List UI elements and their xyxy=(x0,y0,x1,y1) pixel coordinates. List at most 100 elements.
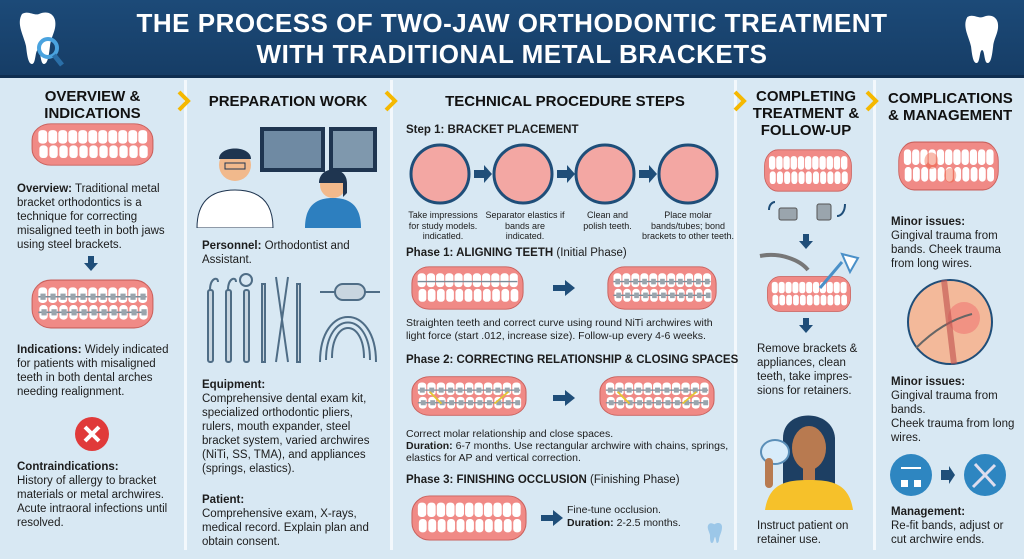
minor-issue-item: Cheek trauma from long wires. xyxy=(891,418,1015,444)
minor-issues-label: Minor issues: xyxy=(891,376,966,388)
phase2-title: Phase 2: CORRECTING RELATIONSHIP & CLOSI… xyxy=(406,354,739,366)
step1-step-icon xyxy=(574,143,636,205)
contraindication-item: History of allergy to bracket materials … xyxy=(17,475,164,501)
step1-caption: Place molar bands/tubes; bond brackets t… xyxy=(641,210,735,241)
indications-label: Indications: xyxy=(17,344,82,356)
personnel-label: Personnel: xyxy=(202,240,262,252)
phase3-duration-label: Duration: xyxy=(567,517,614,529)
column-divider xyxy=(734,80,737,550)
column-divider xyxy=(184,80,187,550)
arrow-right-icon xyxy=(639,165,657,183)
removed-brackets-illustration xyxy=(768,201,846,221)
phase1-subtitle: (Initial Phase) xyxy=(553,247,627,259)
arrow-right-icon xyxy=(474,165,492,183)
equipment-text: Equipment: Comprehensive dental exam kit,… xyxy=(202,378,384,476)
minor-issues-text-2: Minor issues: Gingival trauma from bands.… xyxy=(891,375,1021,445)
arrow-right-icon xyxy=(553,280,575,296)
contraindications-label: Contraindications: xyxy=(17,461,119,473)
step1-title: Step 1: BRACKET PLACEMENT xyxy=(406,124,579,136)
complications-heading: COMPLICATIONS & MANAGEMENT xyxy=(888,90,1013,124)
chevron-right-icon xyxy=(865,90,879,112)
teeth-debonding-illustration xyxy=(763,148,853,193)
minor-issues-text-1: Minor issues: Gingival trauma from bands.… xyxy=(891,215,1021,271)
phase1-name: Phase 1: ALIGNING TEETH xyxy=(406,247,554,259)
minor-issues-label: Minor issues: xyxy=(891,216,966,228)
overview-heading: OVERVIEW & INDICATIONS xyxy=(44,88,141,122)
indications-body: Widely indicated for patients with misal… xyxy=(17,344,169,398)
title-line-2: WITH TRADITIONAL METAL BRACKETS xyxy=(256,39,768,69)
step1-step-icon xyxy=(492,143,554,205)
management-icons xyxy=(890,454,1006,496)
step1-step-icon xyxy=(657,143,719,205)
chevron-right-icon xyxy=(733,90,747,112)
phase3-subtitle: (Finishing Phase) xyxy=(586,474,680,486)
overview-label: Overview: xyxy=(17,183,72,195)
arrow-down-icon xyxy=(799,234,813,249)
phase3-name: Phase 3: FINISHING OCCLUSION xyxy=(406,474,587,486)
dental-instruments-illustration xyxy=(207,273,380,363)
arrow-down-icon xyxy=(799,318,813,333)
orthodontist-assistant-illustration xyxy=(196,127,377,228)
management-body: Re-fit bands, adjust or cut archwire end… xyxy=(891,520,1004,546)
step1-caption: Take impressions for study models. indic… xyxy=(408,210,478,241)
title-line-1: THE PROCESS OF TWO-JAW ORTHODONTIC TREAT… xyxy=(136,8,888,38)
step1-step-icon xyxy=(409,143,471,205)
teeth-finished-illustration xyxy=(410,494,528,542)
phase2-duration-text: 6-7 months. Use rectangular archwire wit… xyxy=(406,440,729,464)
tooth-magnifier-icon xyxy=(14,8,64,75)
arrow-right-icon xyxy=(553,390,575,406)
teeth-elastics-before-illustration xyxy=(410,375,528,417)
minor-issues-body: Gingival trauma from bands. Cheek trauma… xyxy=(891,230,1001,270)
phase3-title: Phase 3: FINISHING OCCLUSION (Finishing … xyxy=(406,474,680,486)
page-title: THE PROCESS OF TWO-JAW ORTHODONTIC TREAT… xyxy=(90,8,934,70)
contraindications-text: Contraindications: History of allergy to… xyxy=(17,460,182,530)
cheek-trauma-illustration xyxy=(907,279,993,365)
chevron-right-icon xyxy=(384,90,398,112)
procedure-heading: TECHNICAL PROCEDURE STEPS xyxy=(445,93,685,110)
equipment-body: Comprehensive dental exam kit, specializ… xyxy=(202,393,370,475)
arrow-down-icon xyxy=(84,256,98,271)
phase2-duration-label: Duration: xyxy=(406,440,453,452)
phase1-title: Phase 1: ALIGNING TEETH (Initial Phase) xyxy=(406,247,627,259)
arrow-right-icon xyxy=(557,165,575,183)
x-circle-icon xyxy=(75,417,109,451)
teeth-elastics-after-illustration xyxy=(598,375,716,417)
phase3-text: Fine-tune occlusion. Duration: 2-2.5 mon… xyxy=(567,504,707,530)
cleaning-tools-icon xyxy=(759,252,860,289)
completing-heading: COMPLETING TREATMENT & FOLLOW-UP xyxy=(752,88,860,139)
overview-body: Traditional metal bracket orthodontics i… xyxy=(17,183,165,251)
arrow-right-icon xyxy=(541,510,563,526)
phase1-text: Straighten teeth and correct curve using… xyxy=(406,317,713,342)
patient-text: Patient: Comprehensive exam, X-rays, medi… xyxy=(202,493,384,549)
management-label: Management: xyxy=(891,506,966,518)
teeth-initial-wire-illustration xyxy=(410,265,525,311)
step1-caption: Clean and polish teeth. xyxy=(583,210,632,231)
gingival-trauma-illustration xyxy=(897,140,1000,192)
tooth-watermark-icon xyxy=(707,523,722,543)
minor-issue-item: Gingival trauma from bands. xyxy=(891,390,998,416)
phase2-summary: Correct molar relationship and close spa… xyxy=(406,428,614,440)
teeth-aligned-braces-illustration xyxy=(606,265,718,311)
patient-label: Patient: xyxy=(202,494,245,506)
column-divider xyxy=(873,80,876,550)
tooth-icon xyxy=(960,10,1006,75)
step1-caption: Separator elastics if bands are indicate… xyxy=(485,210,565,241)
personnel-body: Orthodontist and Assistant. xyxy=(202,240,350,266)
patient-retainer-illustration xyxy=(760,415,853,510)
column-divider xyxy=(390,80,393,550)
completion-text: Remove brackets & appliances, clean teet… xyxy=(757,343,858,397)
phase2-text: Correct molar relationship and close spa… xyxy=(406,428,736,464)
overview-text: Overview: Traditional metal bracket orth… xyxy=(17,182,182,252)
patient-body: Comprehensive exam, X-rays, medical reco… xyxy=(202,508,369,548)
management-text: Management: Re-fit bands, adjust or cut a… xyxy=(891,505,1021,547)
chevron-right-icon xyxy=(177,90,191,112)
teeth-braces-illustration xyxy=(30,278,155,330)
preparation-heading: PREPARATION WORK xyxy=(208,93,368,110)
indications-text: Indications: Widely indicated for patien… xyxy=(17,343,182,399)
personnel-text: Personnel: Orthodontist and Assistant. xyxy=(202,239,382,267)
retainer-instruction-text: Instruct patient on retainer use. xyxy=(757,520,849,546)
contraindication-item: Acute intraoral infections until resolve… xyxy=(17,503,168,529)
phase3-duration-text: 2-2.5 months. xyxy=(613,517,681,529)
step1-illustrations xyxy=(406,143,736,205)
equipment-label: Equipment: xyxy=(202,379,266,391)
